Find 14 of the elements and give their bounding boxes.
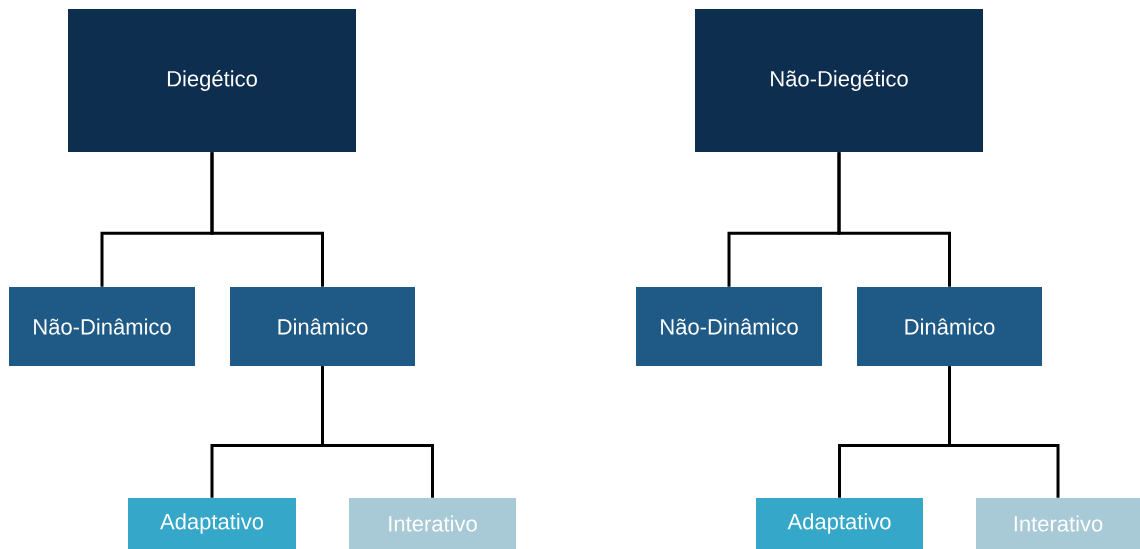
connector-line bbox=[948, 366, 1060, 498]
category-box: Diegético bbox=[68, 9, 356, 152]
connector-line bbox=[321, 366, 434, 498]
category-box: Não-Diegético bbox=[695, 9, 983, 152]
category-box: Adaptativo bbox=[128, 498, 296, 549]
category-box: Dinâmico bbox=[857, 287, 1042, 366]
category-box: Não-Dinâmico bbox=[636, 287, 822, 366]
category-box: Não-Dinâmico bbox=[9, 287, 195, 366]
category-box: Interativo bbox=[349, 498, 516, 549]
connector-line bbox=[837, 152, 951, 287]
category-box: Adaptativo bbox=[756, 498, 923, 549]
category-box: Dinâmico bbox=[230, 287, 415, 366]
category-box: Interativo bbox=[976, 498, 1140, 549]
connector-line bbox=[210, 152, 324, 287]
